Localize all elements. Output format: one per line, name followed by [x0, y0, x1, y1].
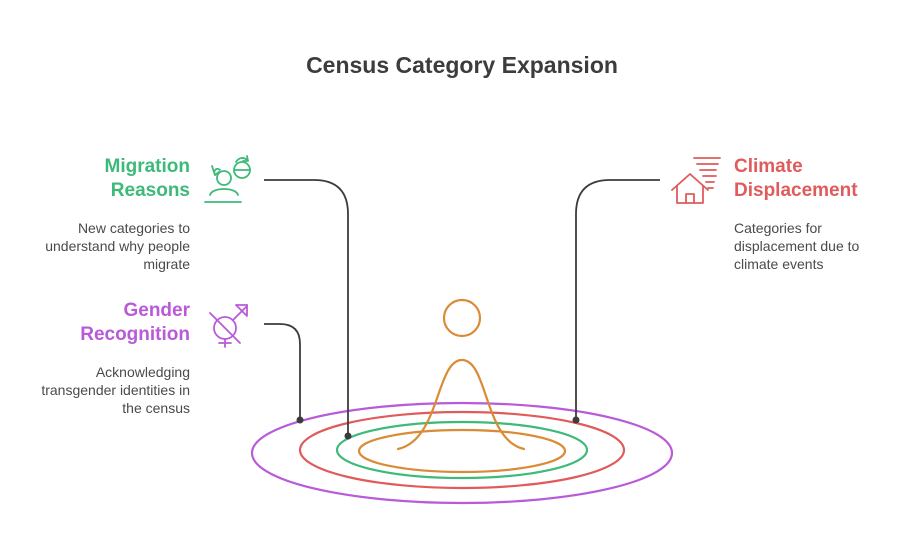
- climate-heading: Climate Displacement: [734, 155, 858, 203]
- climate-connector: [575, 179, 660, 420]
- page-title: Census Category Expansion: [306, 52, 618, 78]
- gender-desc-line3: the census: [122, 400, 190, 416]
- gender-connector-dot: [296, 416, 304, 424]
- migration-ring: [335, 420, 589, 480]
- gender-heading: Gender Recognition: [80, 299, 190, 347]
- climate-desc-line1: Categories for: [734, 220, 822, 236]
- migration-people-icon: [204, 155, 251, 203]
- climate-ring: [298, 410, 626, 490]
- migration-heading-line2: Reasons: [110, 180, 190, 201]
- migration-description: New categories to understand why people …: [45, 219, 190, 273]
- figure-body: [396, 358, 526, 451]
- climate-connector-dot: [572, 416, 580, 424]
- climate-desc-line2: displacement due to: [734, 238, 860, 254]
- gender-desc-line2: transgender identities in: [41, 382, 190, 398]
- migration-connector-dot: [344, 432, 352, 440]
- climate-desc-line3: climate events: [734, 256, 824, 272]
- inner-ring: [357, 428, 567, 474]
- figure-head: [442, 298, 482, 338]
- migration-desc-line1: New categories to: [77, 220, 190, 236]
- migration-heading-line1: Migration: [104, 156, 191, 177]
- gender-symbol-icon: [209, 304, 248, 348]
- gender-ring: [250, 401, 674, 505]
- gender-connector: [264, 323, 301, 420]
- gender-heading-line1: Gender: [123, 300, 190, 321]
- climate-heading-line2: Displacement: [734, 180, 858, 201]
- migration-desc-line3: migrate: [143, 256, 190, 272]
- migration-connector: [264, 179, 349, 436]
- house-wind-icon: [671, 157, 721, 204]
- migration-heading: Migration Reasons: [105, 155, 191, 203]
- climate-heading-line1: Climate: [734, 156, 803, 177]
- gender-heading-line2: Recognition: [80, 324, 190, 345]
- migration-desc-line2: understand why people: [45, 238, 190, 254]
- gender-description: Acknowledging transgender identities in …: [41, 363, 190, 417]
- climate-description: Categories for displacement due to clima…: [734, 219, 859, 273]
- gender-desc-line1: Acknowledging: [95, 364, 190, 380]
